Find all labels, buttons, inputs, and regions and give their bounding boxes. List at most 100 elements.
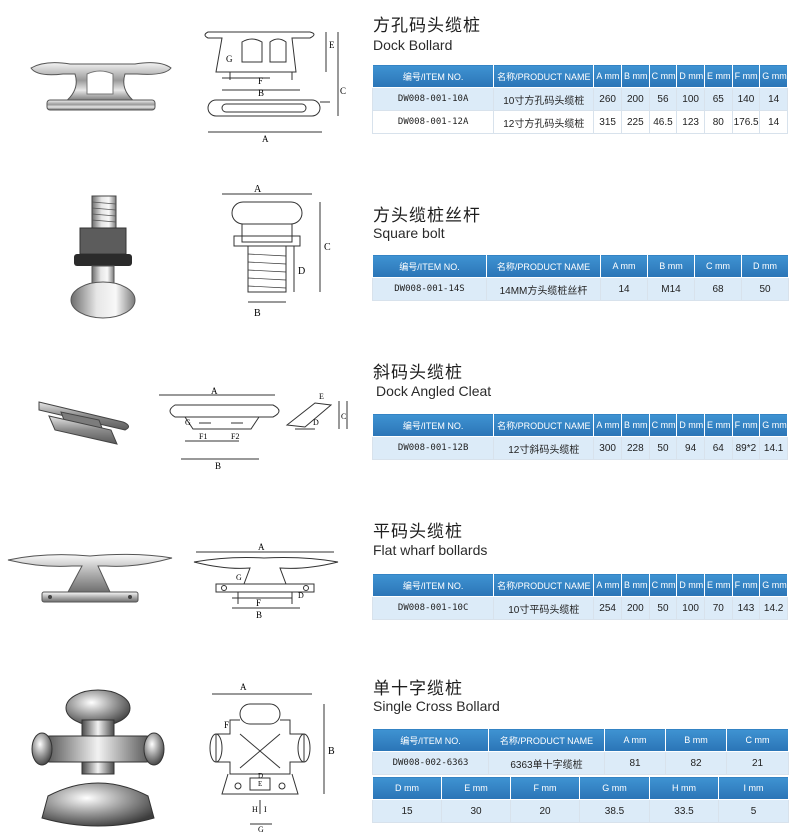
dim-label-c: C [341,412,346,421]
dim-label-f: F [224,720,229,730]
table-cell: 14 [759,87,788,111]
column-header: G mm [579,776,650,800]
column-header: G mm [759,64,788,88]
dim-label-b: B [215,461,221,471]
dock-bollard-photo [30,62,172,111]
product-flat-wharf-bollard: A G F B D 平码头缆桩 Flat wharf bollards 编号/I… [0,510,800,670]
product-title-cn: 斜码头缆桩 [373,363,463,383]
table-cell: DW008-001-10A [371,87,495,111]
table-row: DW008-001-12A 12寸方孔码头缆桩 315 225 46.5 123… [371,110,788,134]
column-header: 名称/PRODUCT NAME [493,64,595,88]
table-cell: 89*2 [731,436,761,460]
spec-table: 编号/ITEM NO. 名称/PRODUCT NAME A mm B mm C … [371,413,788,460]
product-title-en: Dock Bollard [373,37,453,53]
dim-label-g: G [236,573,242,582]
table-cell: 225 [620,110,650,134]
table-cell: 65 [703,87,733,111]
table-cell: 123 [676,110,705,134]
table-cell: 82 [665,751,727,775]
table-cell: 315 [593,110,622,134]
table-cell: 50 [648,596,678,620]
table-header-row: 编号/ITEM NO. 名称/PRODUCT NAME A mm B mm C … [371,64,788,88]
table-cell: 14 [600,277,648,301]
dim-label-f2: F2 [231,432,239,441]
table-cell: 30 [441,799,511,823]
table-cell: 10寸平码头缆桩 [493,596,595,620]
table-row: DW008-001-14S 14MM方头缆桩丝杆 14 M14 68 50 [372,277,789,301]
column-header: 编号/ITEM NO. [371,64,495,88]
table-cell: 70 [703,596,733,620]
column-header: I mm [718,776,789,800]
column-header: D mm [676,413,705,437]
dim-label-b: B [254,308,261,319]
column-header: 编号/ITEM NO. [372,728,489,752]
table-cell: DW008-001-12B [371,436,495,460]
flat-wharf-bollard-drawing: A G F B D [193,542,339,620]
product-single-cross-bollard: A F B E D H I G 单十字缆桩 Single Cross Bolla… [0,668,800,836]
table-cell: 50 [741,277,789,301]
dim-label-a: A [211,386,218,396]
table-header-row: 编号/ITEM NO. 名称/PRODUCT NAME A mm B mm C … [371,573,788,597]
column-header: C mm [694,254,742,278]
column-header: 名称/PRODUCT NAME [493,573,595,597]
table-cell: 33.5 [649,799,719,823]
product-title-en: Single Cross Bollard [373,698,500,714]
product-title-cn: 单十字缆桩 [373,679,463,699]
column-header: B mm [620,413,650,437]
column-header: 名称/PRODUCT NAME [493,413,595,437]
dim-label-f1: F1 [199,432,207,441]
dim-label-e: E [258,780,262,788]
table-cell: DW008-002-6363 [372,751,489,775]
table-cell: 12寸方孔码头缆桩 [493,110,595,134]
dim-label-a: A [240,682,247,692]
column-header: G mm [759,573,788,597]
table-cell: 140 [731,87,761,111]
dim-label-c: C [324,242,331,253]
column-header: F mm [731,573,761,597]
table-cell: 5 [718,799,789,823]
table-cell: 300 [593,436,622,460]
table-cell: DW008-001-12A [371,110,495,134]
table-cell: 14.1 [759,436,788,460]
column-header: A mm [604,728,666,752]
column-header: C mm [648,64,678,88]
spec-table: 编号/ITEM NO. 名称/PRODUCT NAME A mm B mm C … [371,573,788,620]
column-header: D mm [676,573,705,597]
product-square-bolt: A B C D 方头缆桩丝杆 Square bolt 编号/ITEM NO. 名… [0,170,800,340]
column-header: G mm [759,413,788,437]
column-header: H mm [649,776,719,800]
table-cell: 10寸方孔码头缆桩 [493,87,595,111]
cross-bollard-photo [31,689,165,827]
column-header: 编号/ITEM NO. [371,413,495,437]
column-header: B mm [620,573,650,597]
table-cell: 21 [726,751,789,775]
table-header-row: 编号/ITEM NO. 名称/PRODUCT NAME A mm B mm C … [372,728,789,752]
dock-bollard-drawing: G F B A E C [204,31,346,144]
spec-table: 编号/ITEM NO. 名称/PRODUCT NAME A mm B mm C … [372,728,789,775]
dim-label-g: G [185,418,191,427]
table-cell: 100 [676,87,705,111]
column-header: F mm [510,776,580,800]
table-cell: DW008-001-14S [372,277,487,301]
product-title-cn: 方头缆桩丝杆 [373,206,481,226]
product-title-en: Square bolt [373,225,445,241]
dim-label-f: F [258,76,263,86]
column-header: E mm [703,573,733,597]
dim-label-g: G [226,54,233,64]
table-cell: 200 [620,596,650,620]
table-header-row: 编号/ITEM NO. 名称/PRODUCT NAME A mm B mm C … [371,413,788,437]
table-cell: 46.5 [648,110,678,134]
column-header: A mm [593,413,622,437]
product-dock-angled-cleat: A G F1 F2 B D C E 斜码头缆桩 Dock Angled Clea… [0,340,800,510]
dim-label-a: A [258,542,265,552]
dim-label-d: D [298,266,305,277]
spec-table: 编号/ITEM NO. 名称/PRODUCT NAME A mm B mm C … [371,64,788,134]
column-header: C mm [726,728,789,752]
column-header: D mm [372,776,442,800]
table-cell: 254 [593,596,622,620]
table-cell: 260 [593,87,622,111]
table-cell: 14MM方头缆桩丝杆 [486,277,601,301]
dim-label-a: A [262,134,269,144]
column-header: F mm [731,64,761,88]
column-header: B mm [665,728,727,752]
